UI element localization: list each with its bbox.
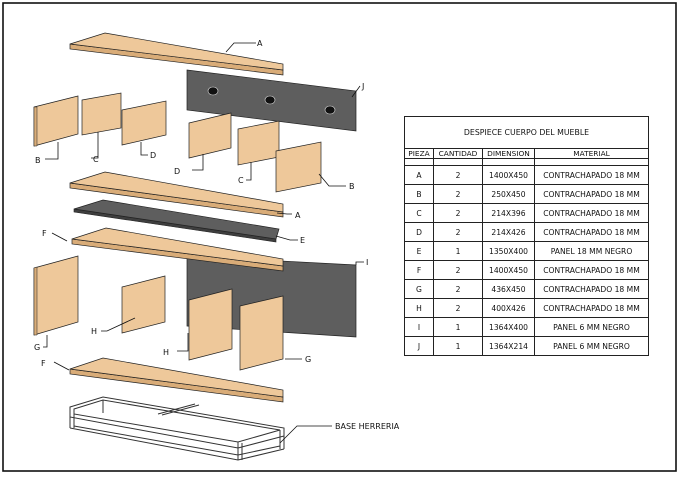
label-h-left: H — [91, 327, 97, 336]
sheet-border — [2, 2, 677, 472]
cell-dimension: 250X450 — [482, 184, 535, 204]
cell-pieza: E — [404, 241, 434, 261]
cell-dimension: 1400X450 — [482, 260, 535, 280]
label-d-left: D — [150, 151, 156, 160]
table-row: F 2 1400X450 CONTRACHAPADO 18 MM — [404, 260, 650, 280]
cell-pieza: D — [404, 222, 434, 242]
cell-cantidad: 2 — [433, 184, 483, 204]
piece-a-top — [69, 32, 284, 76]
cell-pieza: H — [404, 298, 434, 318]
metal-base-frame — [69, 396, 285, 461]
label-c-left: C — [93, 155, 99, 164]
cell-pieza: C — [404, 203, 434, 223]
cell-cantidad: 2 — [433, 203, 483, 223]
cell-cantidad: 2 — [433, 260, 483, 280]
table-row: J 1 1364X214 PANEL 6 MM NEGRO — [404, 336, 650, 356]
label-a-shelf: A — [295, 211, 301, 220]
piece-c-right — [237, 120, 280, 166]
cell-dimension: 1400X450 — [482, 165, 535, 185]
label-b-right: B — [349, 182, 355, 191]
label-b-left: B — [35, 156, 41, 165]
table-row: C 2 214X396 CONTRACHAPADO 18 MM — [404, 203, 650, 223]
piece-d-right — [188, 112, 232, 159]
piece-f-bottom — [69, 357, 284, 403]
piece-g-right — [239, 295, 284, 371]
cell-dimension: 1364X400 — [482, 317, 535, 337]
label-d-right: D — [174, 167, 180, 176]
cell-material: CONTRACHAPADO 18 MM — [533, 260, 650, 280]
table-row: G 2 436X450 CONTRACHAPADO 18 MM — [404, 279, 650, 299]
label-e: E — [300, 236, 305, 245]
table-row: B 2 250X450 CONTRACHAPADO 18 MM — [404, 184, 650, 204]
label-a-top: A — [257, 39, 263, 48]
piece-g-left — [33, 255, 79, 336]
piece-f-shelf — [71, 227, 284, 272]
label-i: I — [366, 258, 368, 267]
spacer-cell — [404, 158, 434, 166]
cell-cantidad: 2 — [433, 165, 483, 185]
table-row: D 2 214X426 CONTRACHAPADO 18 MM — [404, 222, 650, 242]
piece-j-panel — [186, 69, 357, 132]
table-row: E 1 1350X400 PANEL 18 MM NEGRO — [404, 241, 650, 261]
piece-h-right — [188, 288, 233, 361]
cell-dimension: 1364X214 — [482, 336, 535, 356]
cell-material: PANEL 18 MM NEGRO — [533, 241, 650, 261]
leader-lines — [43, 42, 364, 444]
cell-material: CONTRACHAPADO 18 MM — [533, 222, 650, 242]
cell-dimension: 214X426 — [482, 222, 535, 242]
cell-cantidad: 1 — [433, 241, 483, 261]
col-header-material: MATERIAL — [533, 148, 650, 159]
table-row: I 1 1364X400 PANEL 6 MM NEGRO — [404, 317, 650, 337]
piece-b-left — [33, 95, 79, 147]
label-g-left: G — [34, 343, 40, 352]
cell-material: CONTRACHAPADO 18 MM — [533, 279, 650, 299]
table-row: A 2 1400X450 CONTRACHAPADO 18 MM — [404, 165, 650, 185]
piece-h-left — [121, 275, 166, 334]
label-base: BASE HERRERIA — [335, 422, 400, 431]
cell-material: CONTRACHAPADO 18 MM — [533, 165, 650, 185]
parts-table: DESPIECE CUERPO DEL MUEBLE PIEZA CANTIDA… — [403, 116, 650, 356]
cell-pieza: F — [404, 260, 434, 280]
spacer-cell — [433, 158, 483, 166]
label-f-bottom: F — [41, 359, 46, 368]
cell-cantidad: 2 — [433, 279, 483, 299]
cell-dimension: 1350X400 — [482, 241, 535, 261]
col-header-cantidad: CANTIDAD — [433, 148, 483, 159]
cell-pieza: I — [404, 317, 434, 337]
cell-cantidad: 2 — [433, 298, 483, 318]
table-row: H 2 400X426 CONTRACHAPADO 18 MM — [404, 298, 650, 318]
piece-a-shelf — [69, 171, 284, 218]
label-g-right: G — [305, 355, 311, 364]
piece-b-right — [275, 141, 322, 193]
table-title: DESPIECE CUERPO DEL MUEBLE — [403, 116, 650, 149]
label-f-shelf: F — [42, 229, 47, 238]
cell-dimension: 436X450 — [482, 279, 535, 299]
col-header-dimension: DIMENSION — [482, 148, 535, 159]
cell-material: PANEL 6 MM NEGRO — [533, 317, 650, 337]
cell-cantidad: 1 — [433, 317, 483, 337]
cell-dimension: 400X426 — [482, 298, 535, 318]
label-h-right: H — [163, 348, 169, 357]
cell-material: CONTRACHAPADO 18 MM — [533, 184, 650, 204]
label-c-right: C — [238, 176, 244, 185]
cell-pieza: A — [404, 165, 434, 185]
cell-pieza: G — [404, 279, 434, 299]
piece-e-shelf — [73, 199, 280, 243]
col-header-pieza: PIEZA — [404, 148, 434, 159]
spacer-cell — [533, 158, 650, 166]
cell-material: PANEL 6 MM NEGRO — [533, 336, 650, 356]
label-j: J — [361, 82, 364, 91]
spacer-cell — [482, 158, 535, 166]
cell-pieza: B — [404, 184, 434, 204]
cell-material: CONTRACHAPADO 18 MM — [533, 203, 650, 223]
piece-c-left — [81, 92, 122, 136]
cell-material: CONTRACHAPADO 18 MM — [533, 298, 650, 318]
piece-d-left — [121, 100, 167, 146]
cell-dimension: 214X396 — [482, 203, 535, 223]
cell-cantidad: 2 — [433, 222, 483, 242]
cell-pieza: J — [404, 336, 434, 356]
cell-cantidad: 1 — [433, 336, 483, 356]
